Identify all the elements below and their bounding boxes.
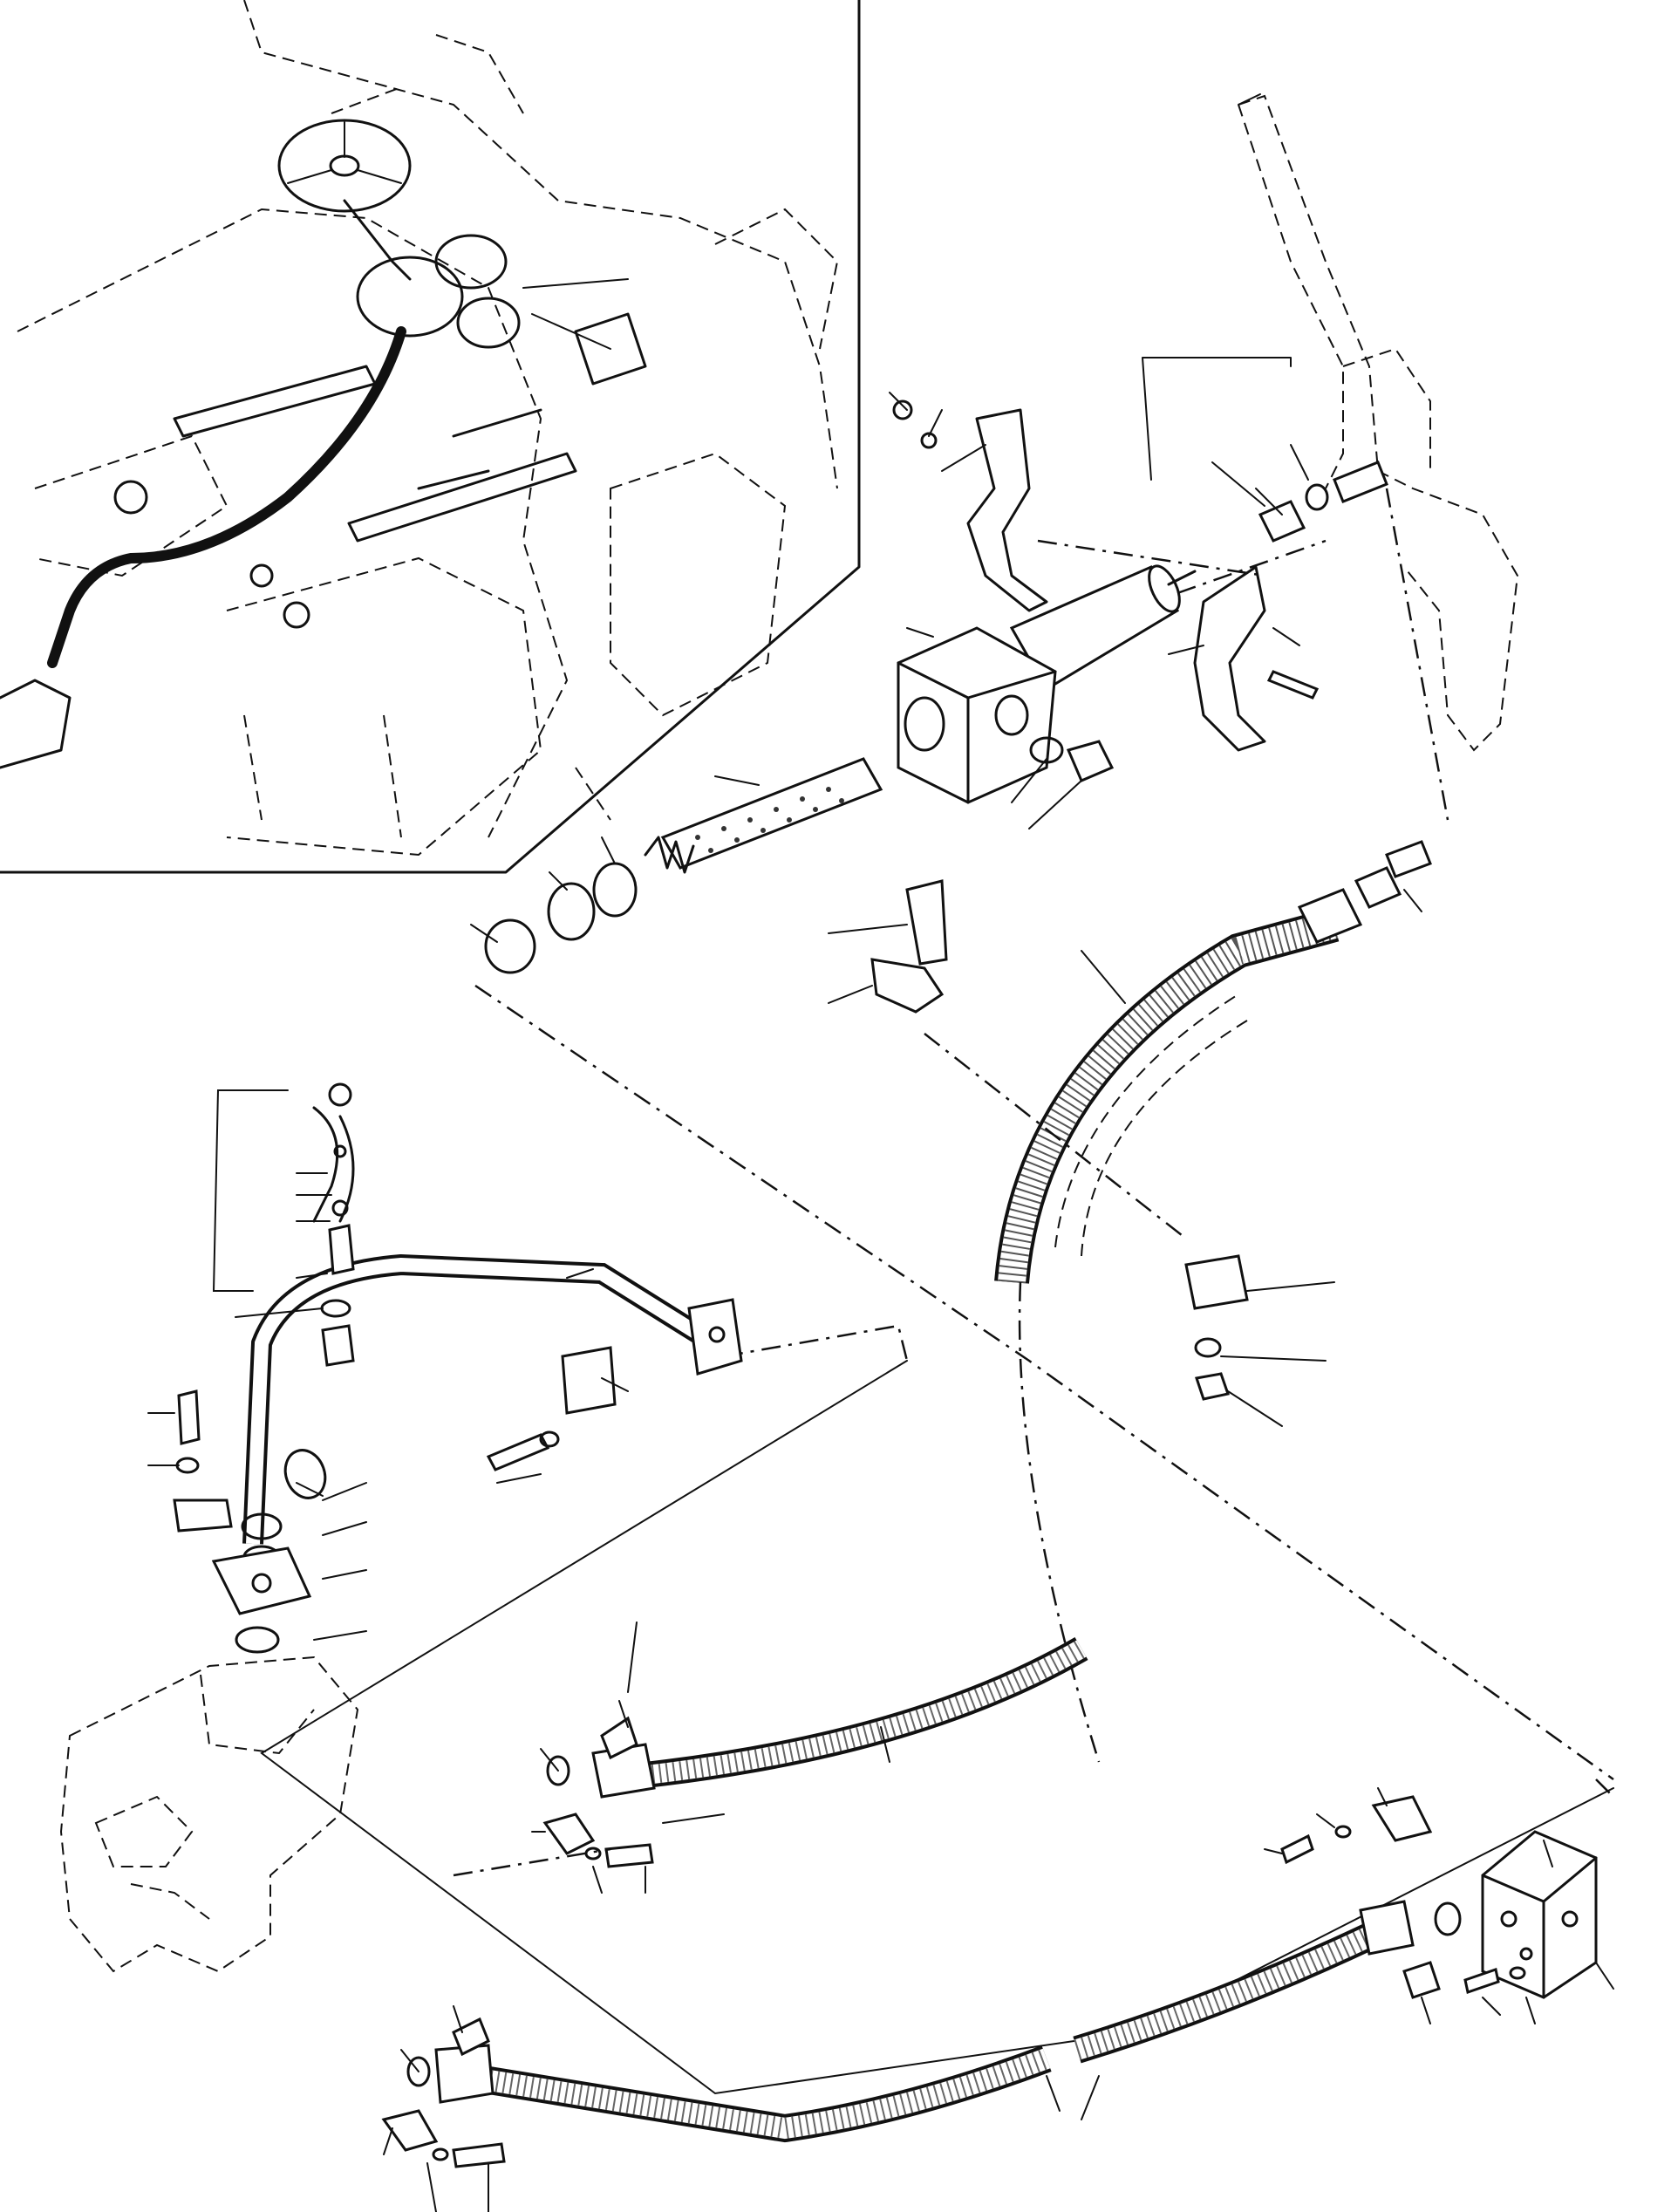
inset-pump [0, 679, 72, 769]
tube-flange [687, 1298, 743, 1376]
leader-lines-lower [383, 1621, 1614, 2212]
lower-hoses [381, 1621, 1614, 2212]
mounting-block [1481, 1830, 1598, 1999]
tube-flange-lower [211, 1546, 312, 1615]
spring [644, 836, 695, 874]
inset-steering-wheel [277, 119, 412, 281]
filter-housing-assembly [470, 357, 1449, 974]
leader-lines-tube [147, 1089, 629, 1641]
inset-border [0, 0, 861, 874]
pump-body [59, 1656, 359, 1973]
leader-lines-upper [470, 357, 1309, 943]
inset-overview [0, 0, 861, 874]
filter-housing-block [897, 626, 1057, 804]
steering-column [1238, 93, 1519, 752]
washer [1029, 736, 1064, 764]
retainer [592, 862, 638, 918]
hose-clamp-lower [1184, 1254, 1249, 1310]
seal-ring [547, 882, 596, 941]
centerline-upper [1037, 488, 1449, 821]
inset-chassis [17, 0, 839, 857]
chain [312, 1106, 355, 1223]
hose-clamp-upper [870, 958, 945, 1014]
steel-tube-assembly [147, 1082, 743, 1654]
filter-element [660, 757, 883, 870]
clamp-bolt [905, 879, 948, 966]
tube-block [561, 1346, 617, 1415]
upper-hose [828, 840, 1432, 1427]
left-bracket [966, 408, 1048, 612]
inset-highlighted-hose [47, 326, 406, 668]
o-ring [484, 918, 536, 974]
right-bracket [1193, 565, 1266, 752]
inset-components [113, 234, 647, 629]
plug [1066, 740, 1115, 782]
assembly-lines [260, 984, 1614, 2095]
